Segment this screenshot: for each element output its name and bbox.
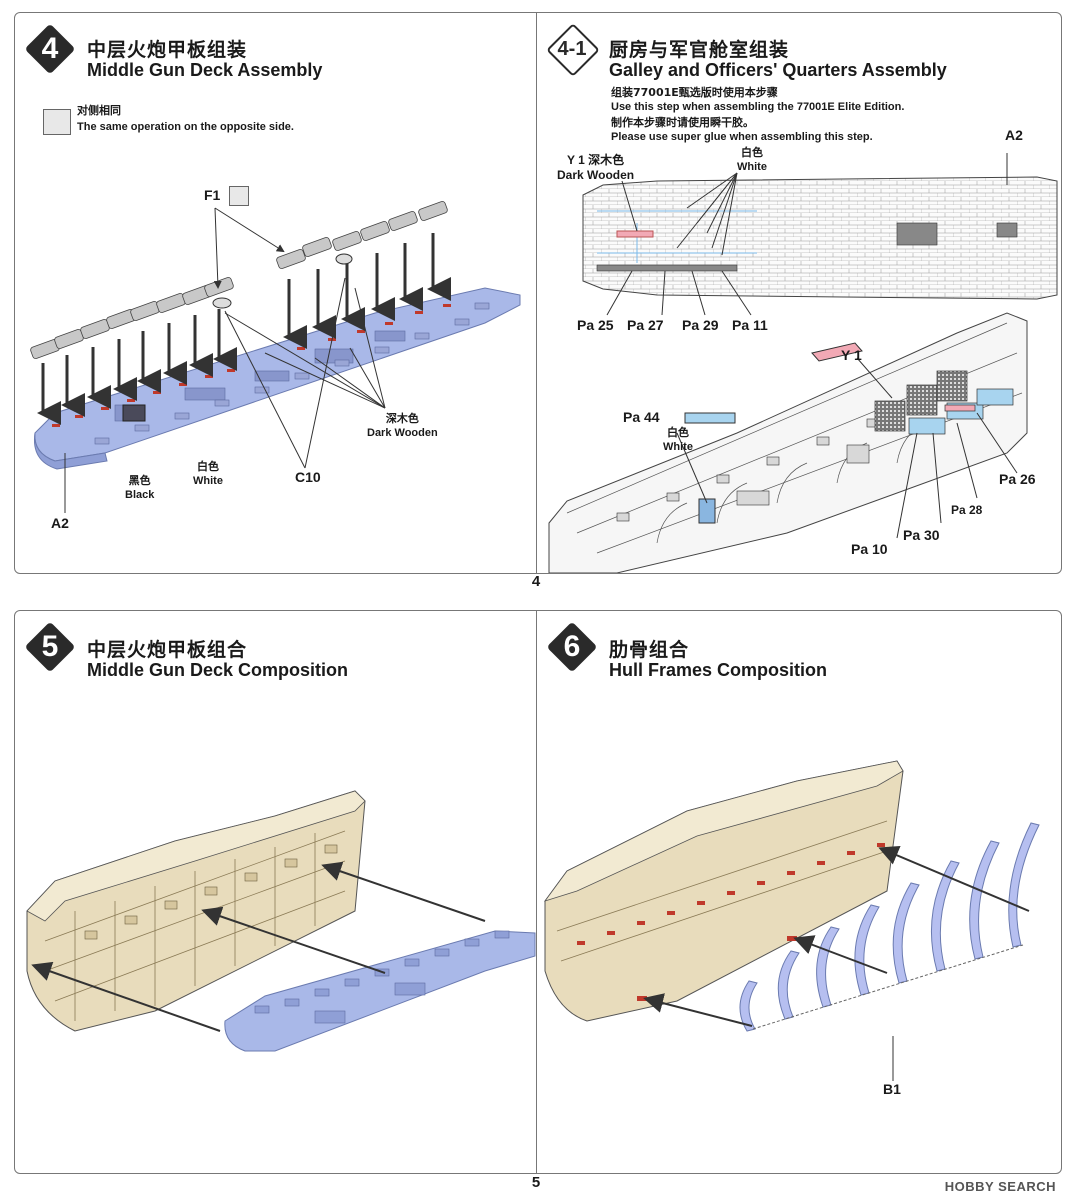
label-white: 白色 White: [193, 459, 223, 489]
label-pa10: Pa 10: [851, 541, 888, 557]
label-f1: F1: [204, 187, 221, 203]
label-pa27: Pa 27: [627, 317, 664, 333]
label-white: 白色 White: [737, 145, 767, 175]
label-dark-cn: 深木色: [588, 153, 625, 167]
label-black-cn: 黑色: [128, 474, 151, 487]
label-white-en: White: [193, 475, 223, 487]
label-white-cn: 白色: [196, 460, 219, 473]
step-title-en: Galley and Officers' Quarters Assembly: [609, 60, 947, 80]
mirror-operation-icon: [43, 109, 71, 135]
hull-frames-diagram: [543, 760, 1040, 1081]
note-en: The same operation on the opposite side.: [77, 121, 294, 133]
label-a2: A2: [1005, 127, 1023, 143]
step-4-1-panel: 4-1 厨房与军官舱室组装 Galley and Officers' Quart…: [537, 13, 1061, 573]
label-pa29: Pa 29: [682, 317, 719, 333]
page-number: 5: [531, 1174, 541, 1191]
note2-en: Please use super glue when assembling th…: [611, 131, 873, 143]
step-5-panel: 5 中层火炮甲板组合 Middle Gun Deck Composition: [15, 611, 536, 1173]
step-title-en: Middle Gun Deck Composition: [87, 660, 349, 680]
label-y1: Y 1: [566, 153, 585, 167]
gun-deck-assembly-diagram: [30, 201, 521, 513]
step-title-cn: 肋骨组合: [609, 639, 690, 661]
label-c10: C10: [295, 469, 321, 485]
panel-divider: [536, 13, 537, 573]
label-dark-wooden-en: Dark Wooden: [367, 427, 438, 439]
panel-divider: [536, 611, 537, 1173]
label-pa28: Pa 28: [951, 503, 983, 517]
label-white-2: 白色 White: [663, 425, 693, 455]
label-b1: B1: [883, 1081, 901, 1097]
label-pa25: Pa 25: [577, 317, 614, 333]
label-pa11: Pa 11: [732, 317, 768, 333]
label-white2-en: White: [663, 441, 693, 453]
note-cn: 对侧相同: [77, 104, 121, 117]
label-y1-dark-wooden: Y 1 深木色 Dark Wooden: [557, 153, 634, 183]
page-number: 4: [531, 573, 541, 590]
label-pa44: Pa 44: [623, 409, 660, 425]
note2-cn: 制作本步骤时请使用瞬干胶。: [611, 116, 754, 129]
step-number: 6: [563, 630, 581, 663]
label-black: 黑色 Black: [125, 473, 154, 503]
galley-assembly-diagram: [548, 153, 1058, 573]
step-number: 4: [41, 32, 59, 65]
label-white2-cn: 白色: [666, 426, 689, 439]
mirror-operation-icon: [229, 186, 249, 206]
label-dark-en: Dark Wooden: [557, 168, 635, 182]
label-y1: Y 1: [841, 347, 862, 363]
step-number: 4-1: [557, 38, 587, 60]
label-pa30: Pa 30: [903, 527, 940, 543]
label-black-en: Black: [125, 489, 155, 501]
instruction-sheet-page-4: 4 中层火炮甲板组装 Middle Gun Deck Assembly 对侧相同…: [14, 12, 1062, 574]
step-title-en: Middle Gun Deck Assembly: [87, 60, 323, 80]
step-6-panel: 6 肋骨组合 Hull Frames Composition: [537, 611, 1061, 1173]
watermark: HOBBY SEARCH: [944, 1179, 1056, 1194]
label-white-en: White: [737, 161, 767, 173]
opposite-side-note: 对侧相同 The same operation on the opposite …: [77, 103, 294, 135]
label-pa26: Pa 26: [999, 471, 1036, 487]
deck-composition-diagram: [26, 790, 536, 1052]
step-title-cn: 中层火炮甲板组装: [87, 39, 248, 61]
step-title-cn: 厨房与军官舱室组装: [609, 39, 790, 61]
label-a2: A2: [51, 515, 69, 531]
label-dark-wooden-cn: 深木色: [385, 412, 419, 425]
elite-edition-note: 组装77001E甄选版时使用本步骤 Use this step when ass…: [611, 85, 904, 145]
step-title-en: Hull Frames Composition: [609, 660, 828, 680]
note1-en: Use this step when assembling the 77001E…: [611, 101, 905, 113]
step-title-cn: 中层火炮甲板组合: [87, 639, 248, 661]
label-white-cn: 白色: [740, 146, 763, 159]
instruction-sheet-page-5: 5 中层火炮甲板组合 Middle Gun Deck Composition: [14, 610, 1062, 1174]
note1-cn: 组装77001E甄选版时使用本步骤: [611, 86, 778, 99]
step-number: 5: [41, 630, 59, 663]
label-dark-wooden: 深木色 Dark Wooden: [367, 411, 438, 441]
step-4-panel: 4 中层火炮甲板组装 Middle Gun Deck Assembly 对侧相同…: [15, 13, 536, 573]
